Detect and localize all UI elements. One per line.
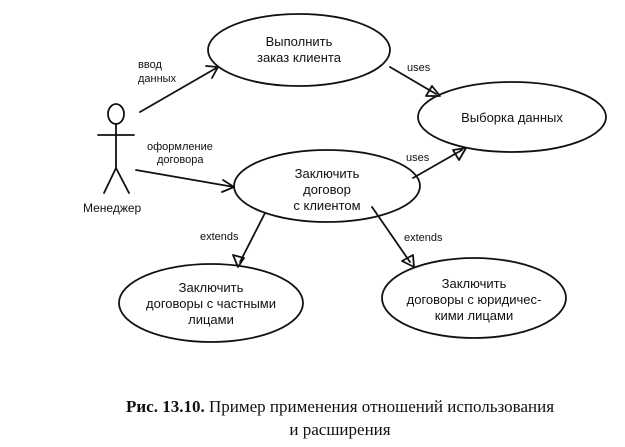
use-case-execute-order-line2: заказ клиента <box>257 50 342 65</box>
figure-caption-continuation: и расширения <box>40 420 625 440</box>
use-case-legal-contracts-line2: договоры с юридичес- <box>407 292 542 307</box>
use-case-legal-contracts <box>381 257 567 339</box>
use-case-legal-contracts-line1: Заключить <box>442 276 507 291</box>
use-case-private-contracts <box>118 263 304 343</box>
caption-number: Рис. 13.10. <box>125 397 205 416</box>
label-extends-left: extends <box>200 231 239 243</box>
use-case-execute-order <box>207 13 391 87</box>
caption-line1: Пример применения отношений использовани… <box>208 397 555 416</box>
actor-figure <box>97 103 135 194</box>
use-case-data-selection <box>417 81 607 153</box>
caption-line2: и расширения <box>289 420 391 439</box>
label-contract-processing-line1: оформление <box>147 141 213 153</box>
label-data-input-line1: ввод <box>138 59 162 71</box>
use-case-private-contracts-line3: лицами <box>188 312 234 327</box>
association-contract-processing <box>135 169 235 193</box>
figure-caption: Рис. 13.10. Пример применения отношений … <box>40 397 625 417</box>
uses-relation-top <box>389 66 441 97</box>
use-case-make-contract-line3: с клиентом <box>293 198 360 213</box>
uses-relation-bottom <box>412 147 467 179</box>
use-case-data-selection-label: Выборка данных <box>461 110 563 125</box>
label-extends-right: extends <box>404 232 443 244</box>
label-data-input-line2: данных <box>138 73 177 85</box>
use-case-make-contract <box>233 149 421 223</box>
use-case-make-contract-line2: договор <box>303 182 351 197</box>
label-contract-processing-line2: договора <box>157 154 204 166</box>
label-uses-bottom: uses <box>406 152 430 164</box>
label-uses-top: uses <box>407 62 431 74</box>
extends-relation-left <box>232 212 266 268</box>
use-case-private-contracts-line1: Заключить <box>179 280 244 295</box>
use-case-legal-contracts-line3: кими лицами <box>435 308 513 323</box>
use-case-private-contracts-line2: договоры с частными <box>146 296 276 311</box>
use-case-make-contract-line1: Заключить <box>295 166 360 181</box>
use-case-execute-order-line1: Выполнить <box>266 34 333 49</box>
actor-label: Менеджер <box>83 201 142 215</box>
